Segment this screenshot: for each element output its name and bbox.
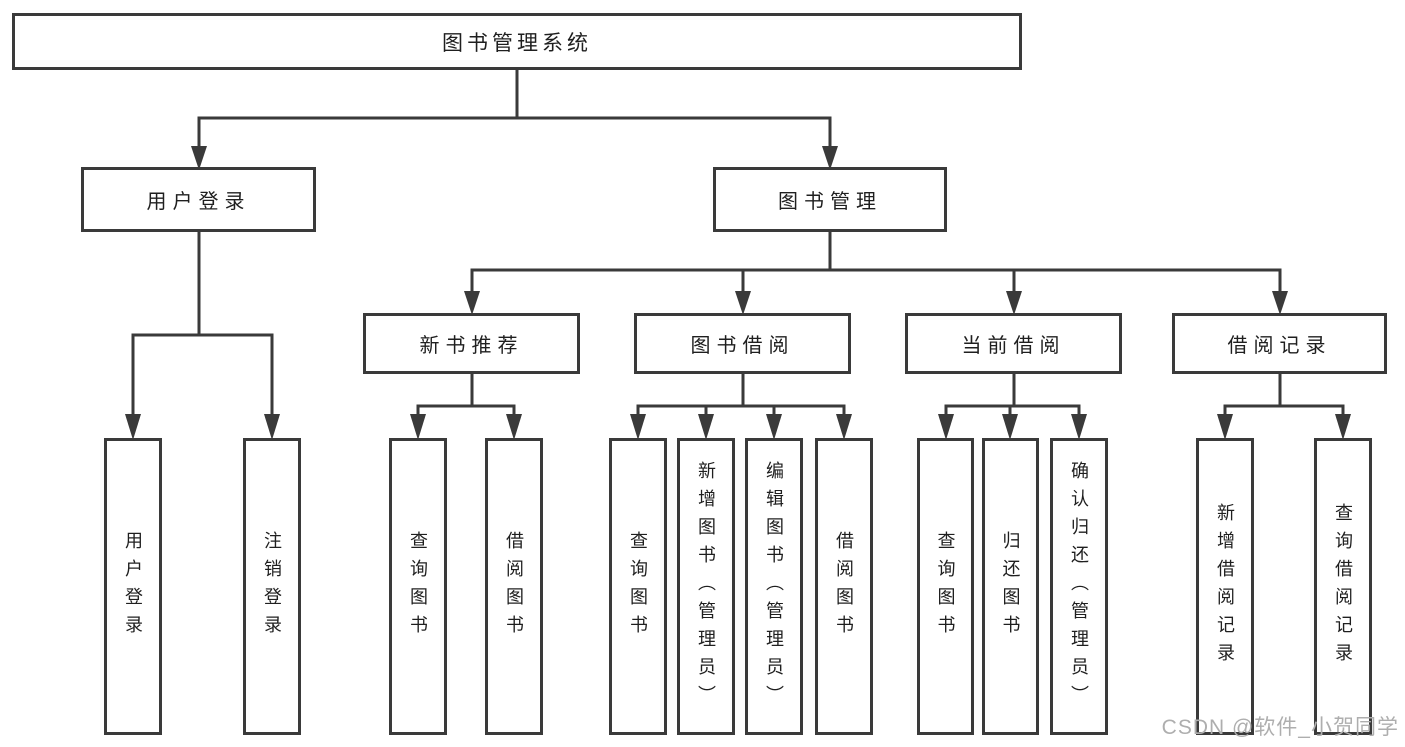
node-borrowing-records: 借阅记录	[1172, 313, 1387, 374]
node-book-borrowing: 图书借阅	[634, 313, 851, 374]
leaf-query-books-current: 查询图书	[917, 438, 974, 735]
arrowhead	[698, 414, 714, 440]
leaf-borrow-books: 借阅图书	[815, 438, 873, 735]
leaf-user-login: 用户登录	[104, 438, 162, 735]
leaf-query-books-borrowing: 查询图书	[609, 438, 667, 735]
leaf-logout: 注销登录	[243, 438, 301, 735]
leaf-confirm-return-admin: 确认归还（管理员）	[1050, 438, 1108, 735]
leaf-borrow-books-recommend: 借阅图书	[485, 438, 543, 735]
leaf-query-borrow-record: 查询借阅记录	[1314, 438, 1372, 735]
arrowhead	[464, 291, 480, 315]
arrowhead	[1002, 414, 1018, 440]
arrowhead	[766, 414, 782, 440]
leaf-add-borrow-record: 新增借阅记录	[1196, 438, 1254, 735]
arrowhead	[1217, 414, 1233, 440]
arrowhead	[1006, 291, 1022, 315]
arrowhead	[410, 414, 426, 440]
node-root: 图书管理系统	[12, 13, 1022, 70]
arrowhead	[1071, 414, 1087, 440]
leaf-add-books-admin: 新增图书（管理员）	[677, 438, 735, 735]
leaf-query-books-recommend: 查询图书	[389, 438, 447, 735]
arrowhead	[735, 291, 751, 315]
node-new-book-recommendation: 新书推荐	[363, 313, 580, 374]
leaf-return-books: 归还图书	[982, 438, 1039, 735]
csdn-watermark: CSDN @软件_小贺同学	[1161, 716, 1399, 739]
node-current-borrowing: 当前借阅	[905, 313, 1122, 374]
arrowhead	[125, 414, 141, 440]
arrowhead	[822, 146, 838, 170]
arrowhead	[1335, 414, 1351, 440]
arrowhead	[191, 146, 207, 170]
leaf-edit-books-admin: 编辑图书（管理员）	[745, 438, 803, 735]
arrowhead	[506, 414, 522, 440]
arrowhead	[836, 414, 852, 440]
arrowhead	[264, 414, 280, 440]
node-book-management: 图书管理	[713, 167, 947, 232]
arrowhead	[1272, 291, 1288, 315]
arrowhead	[938, 414, 954, 440]
arrowhead	[630, 414, 646, 440]
node-user-login: 用户登录	[81, 167, 316, 232]
